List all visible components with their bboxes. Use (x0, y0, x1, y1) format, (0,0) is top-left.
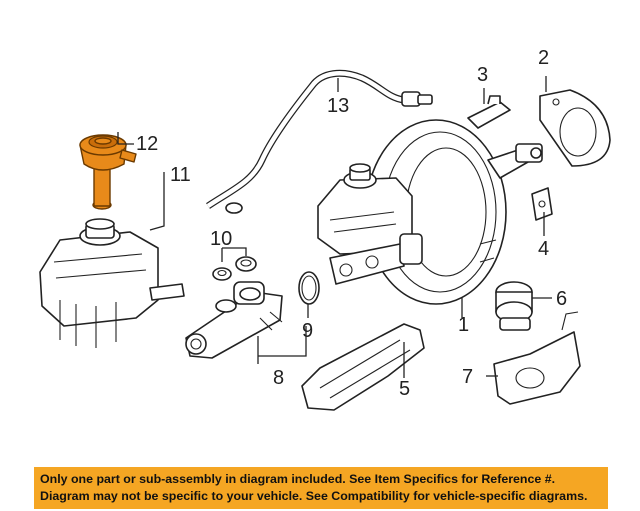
callout-6: 6 (556, 288, 567, 310)
mounting-bracket-part[interactable] (493, 311, 581, 405)
reservoir-part[interactable] (39, 218, 185, 348)
leader-lines (117, 76, 552, 378)
seals-part[interactable] (212, 256, 257, 281)
reservoir-cap-part[interactable] (79, 134, 137, 210)
callout-7: 7 (462, 366, 473, 388)
o-ring-part[interactable] (298, 271, 320, 305)
bracket-part[interactable] (531, 187, 553, 221)
callout-11: 11 (170, 164, 191, 186)
callout-2: 2 (538, 47, 549, 69)
callout-12: 12 (136, 133, 158, 155)
master-cylinder-assembly[interactable] (317, 163, 423, 285)
parts-diagram: 1 2 3 4 5 6 7 8 9 10 11 12 13 (39, 47, 611, 411)
callout-9: 9 (302, 320, 313, 342)
clip-part[interactable] (467, 95, 511, 129)
callout-8: 8 (273, 367, 284, 389)
vacuum-hose-part[interactable] (206, 69, 433, 214)
callout-1: 1 (458, 314, 469, 336)
pump-part[interactable] (495, 281, 533, 331)
callout-13: 13 (327, 95, 349, 117)
gasket-part[interactable] (539, 89, 611, 167)
callout-5: 5 (399, 378, 410, 400)
callout-10: 10 (210, 228, 232, 250)
disclaimer-line-2: Diagram may not be specific to your vehi… (40, 489, 588, 503)
disclaimer-banner: Only one part or sub-assembly in diagram… (34, 467, 608, 509)
callout-4: 4 (538, 238, 549, 260)
heat-shield-part[interactable] (301, 323, 425, 411)
callout-3: 3 (477, 64, 488, 86)
master-cylinder-part[interactable] (185, 281, 283, 359)
disclaimer-line-1: Only one part or sub-assembly in diagram… (40, 472, 556, 486)
callouts: 1 2 3 4 5 6 7 8 9 10 11 12 13 (136, 47, 567, 400)
